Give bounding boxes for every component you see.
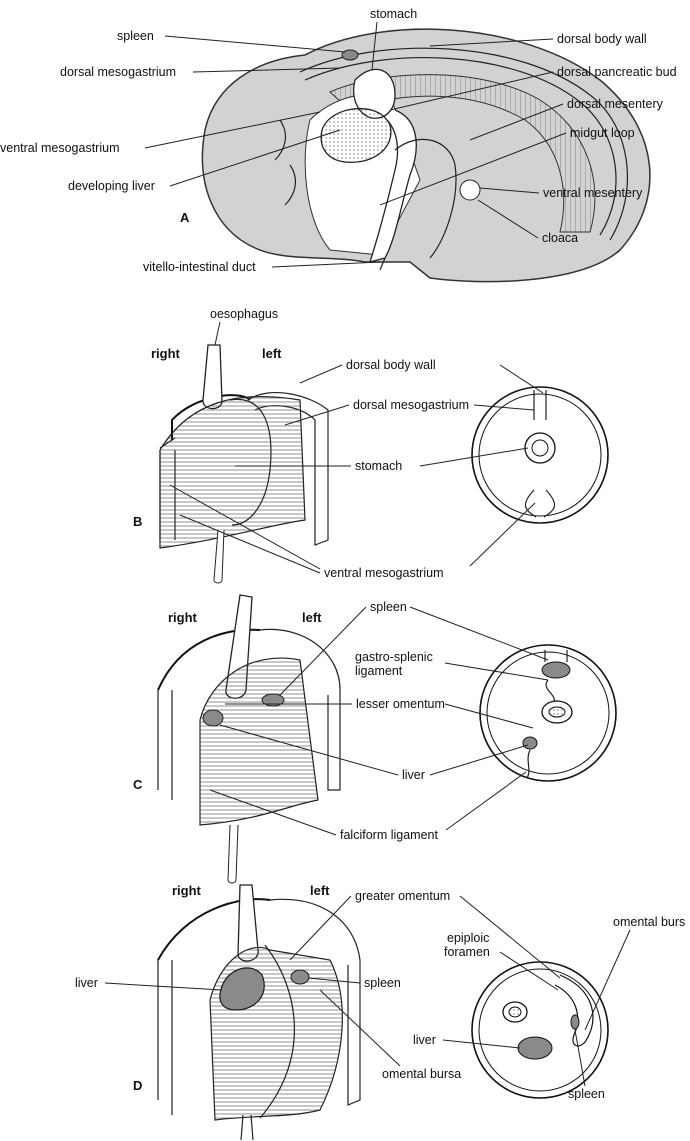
label-liver-d: liver [75, 976, 98, 990]
label-midgut-loop-a: midgut loop [570, 126, 635, 140]
label-dorsal-body-wall-a: dorsal body wall [557, 32, 647, 46]
panel-d: right left D greater omentum omental bur… [75, 883, 685, 1140]
label-vitello-intestinal-duct-a: vitello-intestinal duct [143, 260, 256, 274]
label-ventral-mesogastrium-b: ventral mesogastrium [324, 566, 444, 580]
label-stomach-a: stomach [370, 7, 417, 21]
label-gastro-splenic-2-c: ligament [355, 664, 403, 678]
label-omental-bursa-bottom-d: omental bursa [382, 1067, 461, 1081]
panel-c: right left C spleen gastro-splenic ligam… [133, 595, 616, 883]
label-epiploic-1-d: epiploic [447, 931, 489, 945]
label-cloaca-a: cloaca [542, 231, 578, 245]
label-ventral-mesentery-a: ventral mesentery [543, 186, 643, 200]
label-developing-liver-a: developing liver [68, 179, 155, 193]
label-dorsal-mesentery-a: dorsal mesentery [567, 97, 664, 111]
label-spleen-mid-d: spleen [364, 976, 401, 990]
oesophagus-b [203, 345, 222, 409]
label-right-c: right [168, 610, 198, 625]
panel-letter-a: A [180, 210, 190, 225]
panel-letter-c: C [133, 777, 143, 792]
label-gastro-splenic-1-c: gastro-splenic [355, 650, 433, 664]
liver-c [203, 710, 223, 726]
label-spleen-c: spleen [370, 600, 407, 614]
label-right-b: right [151, 346, 181, 361]
panel-letter-b: B [133, 514, 142, 529]
label-spleen-bottom-d: spleen [568, 1087, 605, 1101]
label-lesser-omentum-c: lesser omentum [356, 697, 445, 711]
label-spleen-a: spleen [117, 29, 154, 43]
label-left-d: left [310, 883, 330, 898]
label-right-d: right [172, 883, 202, 898]
label-liver-c: liver [402, 768, 425, 782]
label-dorsal-pancreatic-bud-a: dorsal pancreatic bud [557, 65, 677, 79]
label-liver-right-d: liver [413, 1033, 436, 1047]
label-falciform-ligament-c: falciform ligament [340, 828, 438, 842]
label-dorsal-body-wall-b: dorsal body wall [346, 358, 436, 372]
label-greater-omentum-d: greater omentum [355, 889, 450, 903]
label-omental-bursa-top-d: omental burs [613, 915, 685, 929]
label-dorsal-mesogastrium-b: dorsal mesogastrium [353, 398, 469, 412]
label-left-c: left [302, 610, 322, 625]
label-ventral-mesogastrium-a: ventral mesogastrium [0, 141, 120, 155]
spleen-d [291, 970, 309, 984]
panel-a: spleen stomach dorsal body wall dorsal m… [0, 7, 677, 282]
panel-letter-d: D [133, 1078, 142, 1093]
label-stomach-b: stomach [355, 459, 402, 473]
label-dorsal-mesogastrium-a: dorsal mesogastrium [60, 65, 176, 79]
panel-b: right left B oesophagus dorsal body wall… [133, 307, 608, 583]
label-epiploic-2-d: foramen [444, 945, 490, 959]
label-oesophagus-b: oesophagus [210, 307, 278, 321]
label-left-b: left [262, 346, 282, 361]
